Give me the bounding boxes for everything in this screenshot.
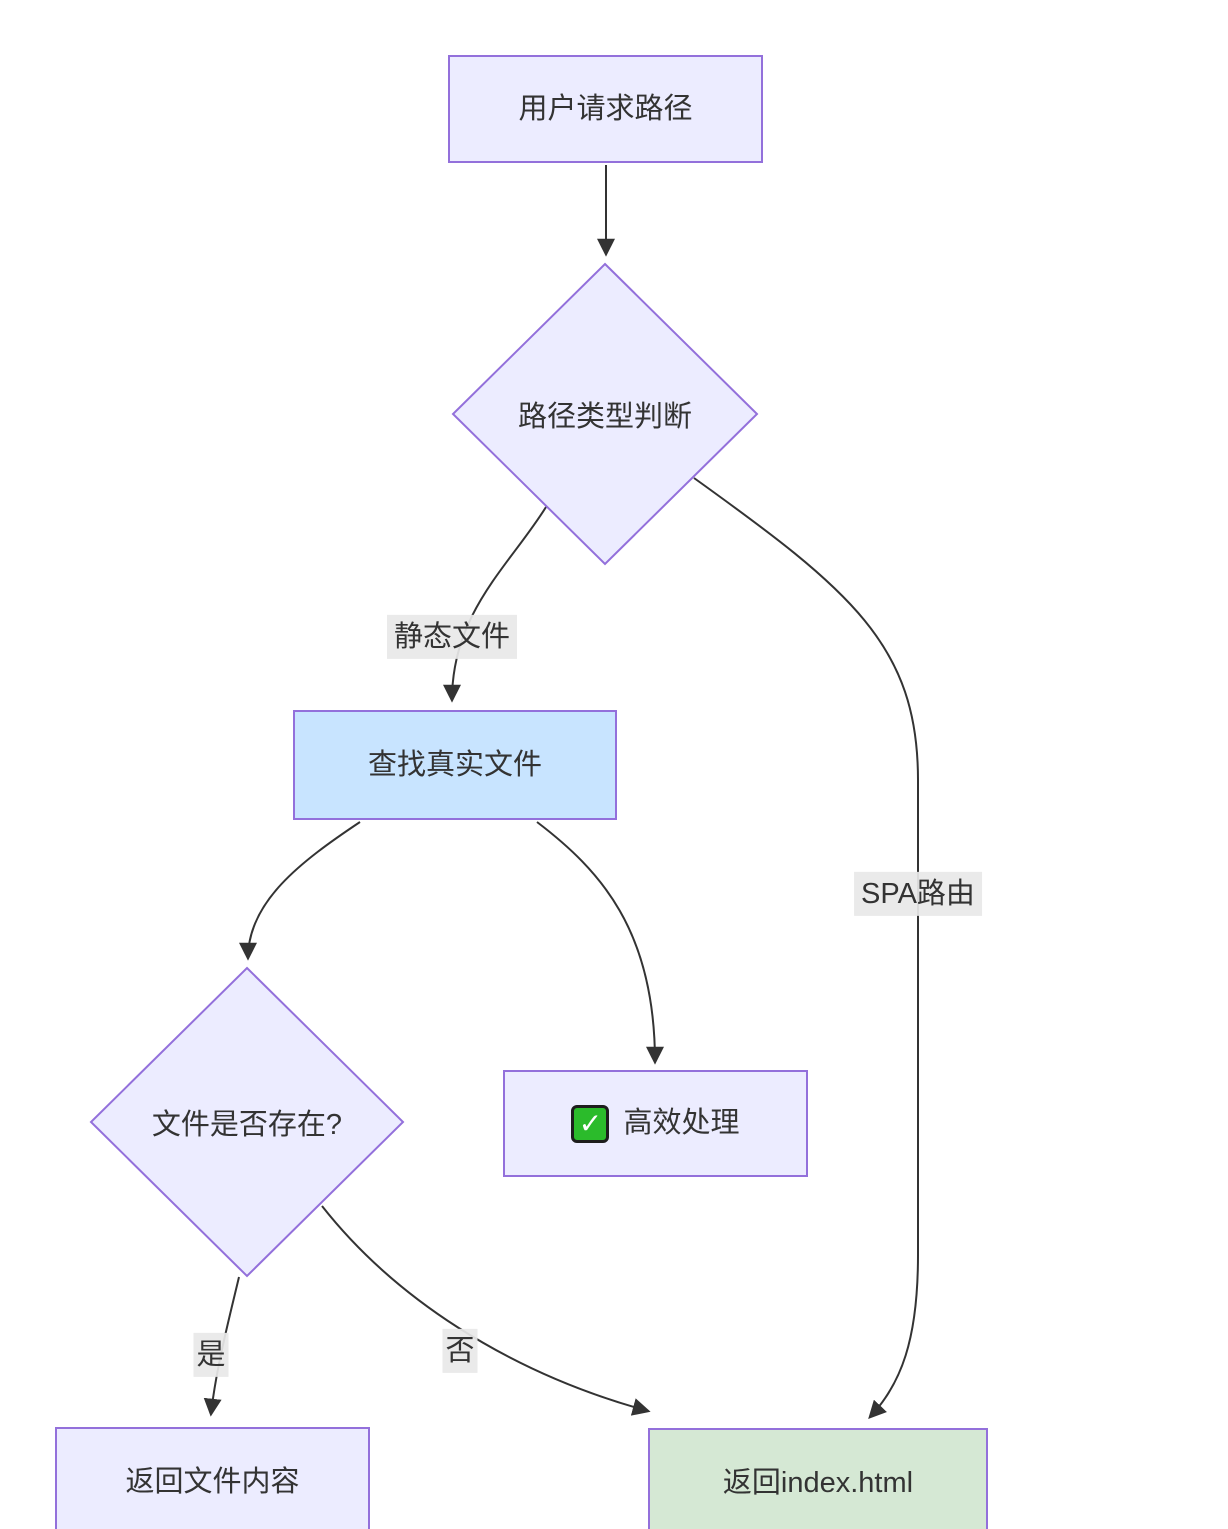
decision-path-type-label: 路径类型判断 — [517, 401, 693, 433]
check-icon: ✓ — [571, 1104, 610, 1143]
node-return-file-content-label: 返回文件内容 — [125, 1465, 300, 1498]
edge-file-exists-to-return-index-no — [321, 1205, 651, 1416]
node-return-file-content: 返回文件内容 — [55, 1427, 370, 1529]
edge-find-real-file-to-efficient — [536, 821, 664, 1065]
decision-path-type-shape — [451, 262, 759, 566]
decision-file-exists-shape — [89, 966, 405, 1278]
node-efficient-processing-label: 高效处理 — [623, 1107, 740, 1140]
edge-find-real-file-to-file-exists — [239, 821, 361, 961]
edge-label-yes: 是 — [193, 1332, 229, 1378]
node-find-real-file: 查找真实文件 — [293, 710, 617, 820]
node-return-index-html: 返回index.html — [648, 1428, 988, 1529]
decision-file-exists-label: 文件是否存在? — [151, 1109, 343, 1141]
node-efficient-processing: ✓ 高效处理 — [503, 1070, 808, 1177]
node-find-real-file-label: 查找真实文件 — [367, 748, 542, 781]
edge-path-type-to-find-real-file — [443, 506, 547, 703]
edge-label-static-file: 静态文件 — [386, 614, 518, 660]
node-user-request-label: 用户请求路径 — [518, 92, 693, 125]
node-return-index-html-label: 返回index.html — [722, 1466, 914, 1499]
edge-path-type-to-return-index-spa — [693, 477, 919, 1419]
edge-label-no: 否 — [442, 1328, 478, 1374]
edge-label-spa-route: SPA路由 — [854, 871, 982, 917]
node-user-request: 用户请求路径 — [448, 55, 763, 163]
